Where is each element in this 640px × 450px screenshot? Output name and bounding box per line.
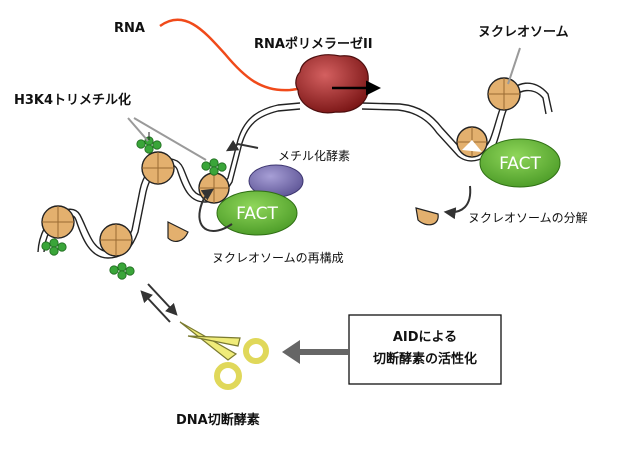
methyl-mark-1 — [41, 238, 67, 256]
nucleosome-2 — [99, 223, 133, 257]
aid-line-2: 切断酵素の活性化 — [373, 351, 477, 367]
nucleosome-disassembly-label: ヌクレオソームの分解 — [468, 211, 588, 225]
aid-line-1: AIDによる — [393, 330, 457, 345]
aid-box — [348, 314, 502, 385]
rna-label: RNA — [114, 21, 145, 36]
nucleosome-label: ヌクレオソーム — [478, 25, 569, 40]
histone-fragment-left — [167, 221, 189, 242]
bidirectional-arrow — [140, 283, 178, 323]
reassembly-arrow — [198, 188, 233, 232]
disassembly-arrow — [443, 185, 472, 220]
nucleosome-right-split — [456, 126, 488, 158]
rna-polymerase-blob — [295, 54, 370, 114]
nucleosome-pointer-line — [507, 47, 521, 85]
rna-polymerase-label: RNAポリメラーゼII — [254, 36, 373, 52]
dna-cleavage-enzyme-label: DNA切断酵素 — [176, 412, 260, 428]
fact-left: FACT — [216, 190, 298, 236]
fact-right-label: FACT — [499, 154, 541, 174]
h3k4-pointer-lines — [127, 117, 207, 161]
scissors-icon — [179, 321, 269, 390]
activation-arrow-head — [282, 340, 300, 364]
nucleosome-right-upper — [487, 77, 521, 111]
methyl-mark-4 — [201, 158, 227, 176]
methyltransferase-label: メチル化酵素 — [278, 149, 350, 163]
nucleosome-1 — [41, 205, 75, 239]
histone-fragment-right — [415, 207, 439, 226]
nucleosome-3 — [141, 151, 175, 185]
fact-left-label: FACT — [236, 204, 278, 224]
fact-right: FACT — [479, 138, 561, 188]
methyl-mark-2 — [109, 262, 135, 280]
methyl-mark-3 — [136, 132, 162, 154]
nucleosome-reassembly-label: ヌクレオソームの再構成 — [212, 251, 344, 265]
h3k4-label: H3K4トリメチル化 — [14, 92, 131, 108]
reassembly-arrow-top — [225, 139, 259, 152]
